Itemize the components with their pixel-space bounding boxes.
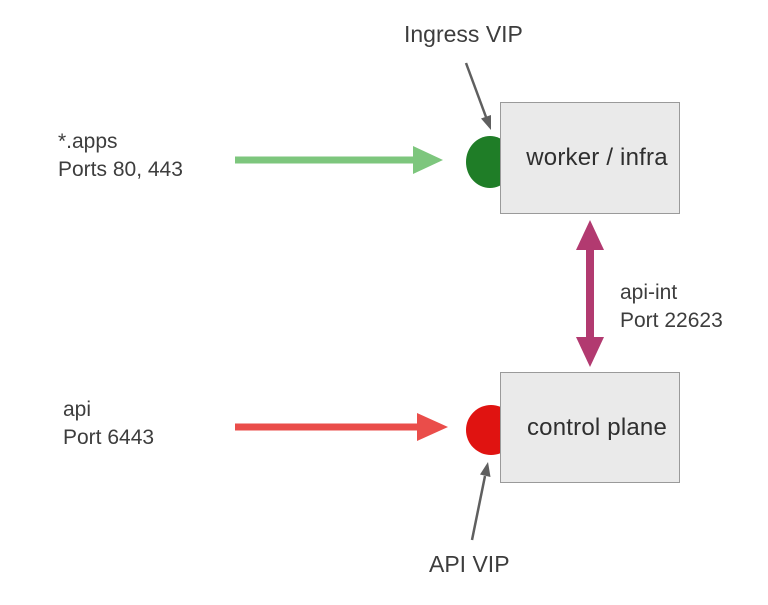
apps-flow-name: *.apps (58, 130, 118, 153)
api-vip-label: API VIP (429, 551, 510, 577)
api-int-flow-label: api-int Port 22623 (620, 279, 723, 335)
control-plane-node: control plane (500, 372, 680, 483)
control-plane-node-label: control plane (526, 413, 668, 441)
api-int-flow-ports: Port 22623 (620, 309, 723, 332)
api-int-flow-arrowhead-bottom (576, 337, 604, 367)
api-vip-annotation-line (470, 475, 487, 541)
apps-flow-label: *.apps Ports 80, 443 (58, 128, 183, 184)
api-int-flow-name: api-int (620, 281, 678, 304)
ingress-vip-annotation-arrowhead (481, 115, 491, 130)
ingress-vip-annotation-line (464, 62, 488, 118)
api-int-flow-arrowhead-top (576, 220, 604, 250)
apps-flow-ports: Ports 80, 443 (58, 158, 183, 181)
ingress-vip-label: Ingress VIP (404, 21, 523, 47)
api-flow-label: api Port 6443 (63, 396, 154, 452)
worker-infra-node-label: worker / infra (526, 144, 668, 171)
api-flow-ports: Port 6443 (63, 426, 155, 449)
worker-infra-node: worker / infra (500, 102, 680, 214)
apps-flow-arrowhead (413, 146, 443, 174)
api-flow-name: api (63, 398, 92, 421)
api-flow-arrowhead (417, 413, 448, 441)
api-vip-annotation-arrowhead (480, 462, 491, 477)
